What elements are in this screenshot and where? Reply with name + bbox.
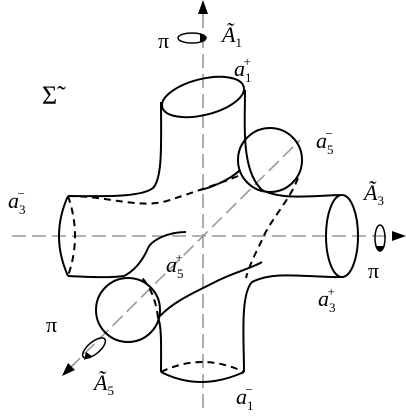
a3-angle: π: [368, 258, 379, 283]
rotation-arrow-a3: [375, 225, 385, 252]
hidden-contour-upper: [68, 176, 238, 204]
label-a1-minus: a1−: [236, 382, 254, 413]
silhouette-upper-left: [68, 102, 161, 196]
horizontal-axis-arrow: [392, 231, 406, 241]
label-a5-minus: a5−: [316, 126, 334, 157]
label-a3-plus: a3+: [318, 284, 336, 315]
rotation-arrow-a5: [79, 334, 108, 361]
diagonal-axis: [70, 140, 300, 368]
a3-axis-label: Ã3: [362, 180, 384, 208]
hidden-contour-left: [142, 278, 158, 318]
silhouette-lower-left: [158, 318, 161, 372]
vertical-axis-arrow: [198, 0, 208, 14]
surface-label: Σ̃: [42, 81, 66, 110]
label-a5-plus: a5+: [166, 250, 184, 281]
a5-axis-label: Ã5: [92, 370, 114, 398]
diagonal-front-upper: [148, 232, 186, 248]
label-a1-plus: a1+: [234, 54, 252, 85]
silhouette-left-lower: [68, 248, 148, 277]
diagonal-back-link: [200, 170, 240, 190]
a1-axis-label: Ã1: [220, 22, 242, 50]
a5-angle: π: [46, 312, 57, 337]
a1-angle: π: [158, 28, 169, 53]
label-a3-minus: a3−: [8, 186, 26, 217]
rotation-arrow-a1: [178, 33, 206, 43]
